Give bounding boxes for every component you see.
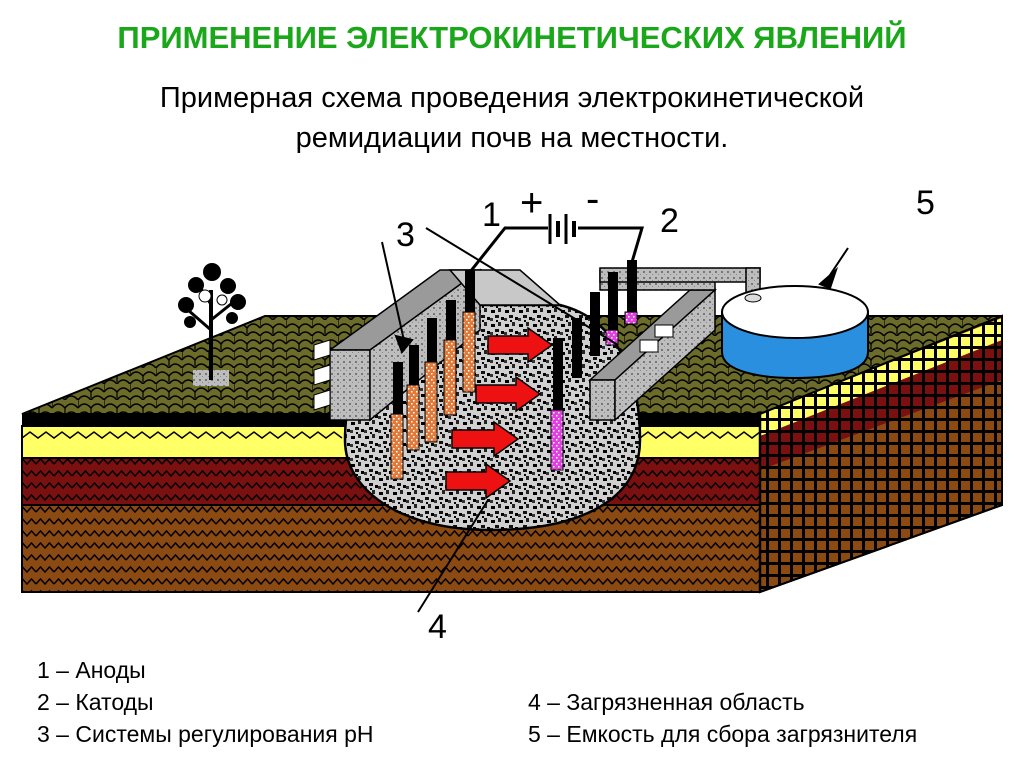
anode-electrode	[443, 300, 457, 416]
power-circuit	[468, 214, 645, 273]
collection-tank	[721, 285, 869, 380]
legend-item-ph-systems: 3 – Системы регулирования рН	[37, 721, 374, 747]
anode-electrode	[462, 270, 476, 393]
cathode-electrode	[572, 318, 582, 378]
cathodes	[550, 260, 638, 471]
arrow-2	[475, 375, 542, 413]
minus-sign: -	[586, 177, 599, 221]
legend-right: 4 – Загрязненная область 5 – Емкость для…	[528, 686, 917, 750]
legend-item-collection-tank: 5 – Емкость для сбора загрязнителя	[528, 721, 918, 747]
legend-item-contaminated-area: 4 – Загрязненная область	[528, 689, 805, 715]
anode-electrode	[390, 362, 404, 480]
legend-item-cathodes: 2 – Катоды	[37, 689, 154, 715]
label-1: 1	[482, 196, 501, 234]
diagram-subtitle: Примерная схема проведения электрокинети…	[60, 78, 964, 158]
label-2: 2	[660, 202, 679, 240]
cathode-electrode	[590, 292, 600, 356]
subtitle-line-2: ремидиации почв на местности.	[295, 122, 729, 154]
legend-left: 1 – Аноды 2 – Катоды 3 – Системы регулир…	[37, 654, 374, 750]
arrow-1	[487, 326, 554, 364]
leader-lines	[381, 227, 849, 613]
soil-layer-brown	[21, 504, 761, 593]
anode-electrode	[424, 318, 438, 443]
tree-icon	[178, 263, 246, 386]
label-3: 3	[396, 216, 415, 254]
page-title: ПРИМЕНЕНИЕ ЭЛЕКТРОКИНЕТИЧЕСКИХ ЯВЛЕНИЙ	[117, 20, 907, 55]
arrow-3	[451, 420, 520, 458]
anodes	[390, 270, 476, 480]
anode-electrode	[406, 345, 420, 451]
plus-sign: +	[520, 181, 543, 225]
soil-side-yellow	[760, 318, 1002, 436]
cathode-electrode	[624, 260, 638, 325]
migration-arrows	[445, 326, 554, 500]
battery-icon	[548, 214, 576, 244]
cathode-electrode	[550, 338, 564, 471]
legend-item-anodes: 1 – Аноды	[37, 657, 146, 683]
arrow-4	[445, 462, 512, 500]
label-4: 4	[428, 608, 447, 646]
label-5: 5	[916, 184, 935, 222]
soil-side-red	[760, 330, 1002, 470]
subtitle-line-1: Примерная схема проведения электрокинети…	[159, 82, 865, 114]
